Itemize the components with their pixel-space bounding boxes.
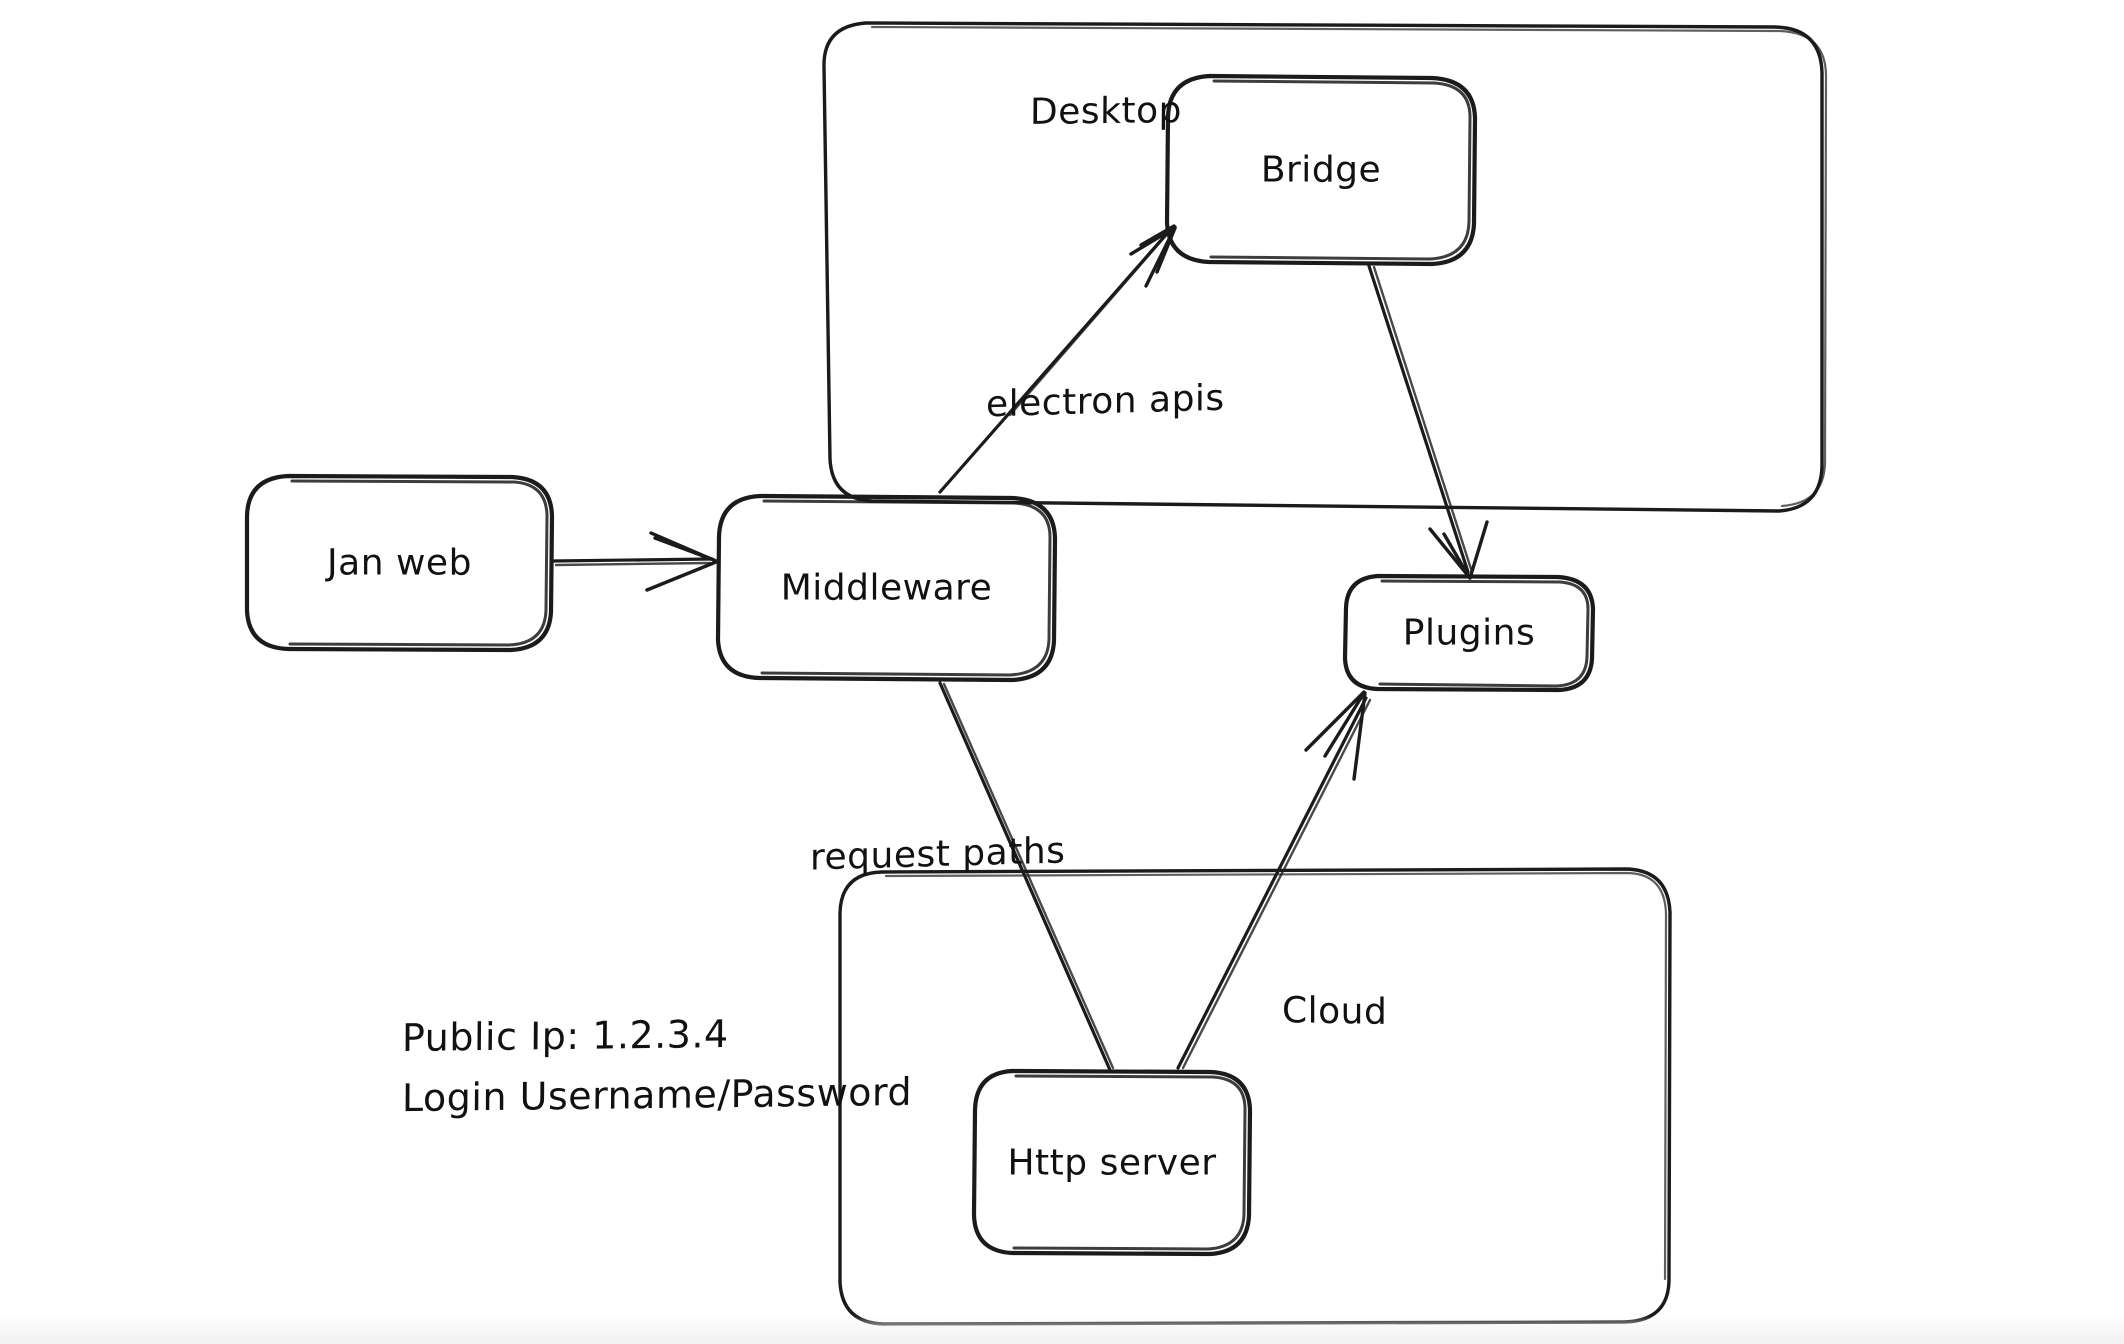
group-title-desktop: Desktop bbox=[1029, 90, 1182, 133]
node-middleware[interactable]: Middleware bbox=[718, 496, 1055, 680]
edge-label-electron-apis: electron apis bbox=[985, 377, 1225, 426]
edge-middleware-to-http-server bbox=[938, 681, 1115, 1072]
node-jan-web-outline bbox=[244, 473, 555, 653]
node-http-server-label: Http server bbox=[1007, 1142, 1217, 1183]
node-middleware-outline bbox=[715, 493, 1058, 683]
node-bridge[interactable]: Bridge bbox=[1167, 76, 1475, 264]
node-http-server-outline bbox=[971, 1068, 1253, 1257]
edge-label-request-paths: request paths bbox=[809, 830, 1066, 879]
node-bridge-outline bbox=[1164, 73, 1478, 267]
edge-label-cloud: Cloud bbox=[1281, 990, 1388, 1033]
node-bridge-label: Bridge bbox=[1260, 149, 1382, 191]
edge-middleware-to-bridge bbox=[938, 224, 1177, 494]
edge-jan-web-to-middleware bbox=[551, 531, 718, 592]
node-middleware-label: Middleware bbox=[780, 567, 993, 609]
node-plugins[interactable]: Plugins bbox=[1345, 576, 1593, 690]
node-plugins-outline bbox=[1342, 573, 1596, 693]
group-desktop-outline bbox=[822, 21, 1828, 513]
edge-bridge-to-plugins bbox=[1367, 264, 1489, 580]
annotation-login-credentials: Login Username/Password bbox=[402, 1070, 913, 1121]
node-jan-web[interactable]: Jan web bbox=[247, 476, 552, 650]
group-cloud-outline bbox=[838, 867, 1672, 1326]
node-plugins-label: Plugins bbox=[1402, 612, 1536, 654]
edge-http-server-to-plugins bbox=[1176, 690, 1372, 1070]
node-jan-web-label: Jan web bbox=[327, 542, 472, 584]
node-http-server[interactable]: Http server bbox=[974, 1071, 1250, 1254]
